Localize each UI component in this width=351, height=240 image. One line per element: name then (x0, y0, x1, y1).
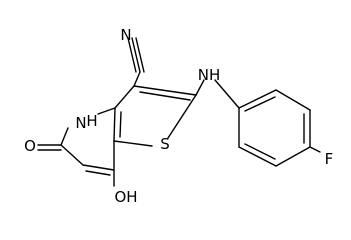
sulfur-label: S (160, 135, 170, 153)
bond-ph-f (309, 146, 321, 153)
bond-c3-cn (133, 71, 141, 87)
bond-nitrile-3 (135, 37, 145, 73)
bond-ph-2 (275, 89, 311, 111)
bond-c3a-c3 (114, 85, 135, 109)
ring-h-label: H (86, 112, 97, 130)
bond-ph-4 (275, 146, 311, 167)
bond-c3a-c7a (113, 107, 116, 142)
bond-c6-c7-double (85, 170, 111, 176)
bond-c5-c6 (60, 144, 84, 166)
bond-c2-nh (195, 79, 205, 96)
carbonyl-o-label: O (24, 137, 36, 155)
atom-labels: N NH H N S F O OH (24, 26, 333, 206)
bond-nitrile-2 (131, 37, 141, 73)
bond-ph-5 (238, 146, 277, 167)
bond-ph-1 (238, 89, 277, 109)
bond-c3-c2 (133, 85, 197, 96)
bond-c6-c7 (82, 164, 115, 171)
bonds (37, 37, 321, 187)
ring-n-label: N (75, 114, 86, 132)
fluorine-label: F (325, 150, 334, 168)
structure-diagram: N NH H N S F O OH (24, 26, 333, 206)
hydroxyl-label: OH (114, 188, 137, 206)
amine-nh-label: NH (198, 66, 221, 84)
bond-c3-c2-double (139, 91, 191, 101)
bond-nitrile-1 (127, 37, 137, 73)
bond-c3a-c7a-double (119, 111, 122, 138)
bond-ph-5-inner (244, 143, 276, 160)
bond-s-c7a (113, 140, 153, 147)
bond-c2-s (167, 94, 197, 139)
bond-c3a-n4 (97, 107, 116, 115)
bond-nh-aryl (214, 79, 240, 109)
nitrile-n-label: N (120, 26, 131, 44)
bond-n4-c5 (60, 127, 69, 146)
bond-ph-1-inner (244, 96, 276, 112)
